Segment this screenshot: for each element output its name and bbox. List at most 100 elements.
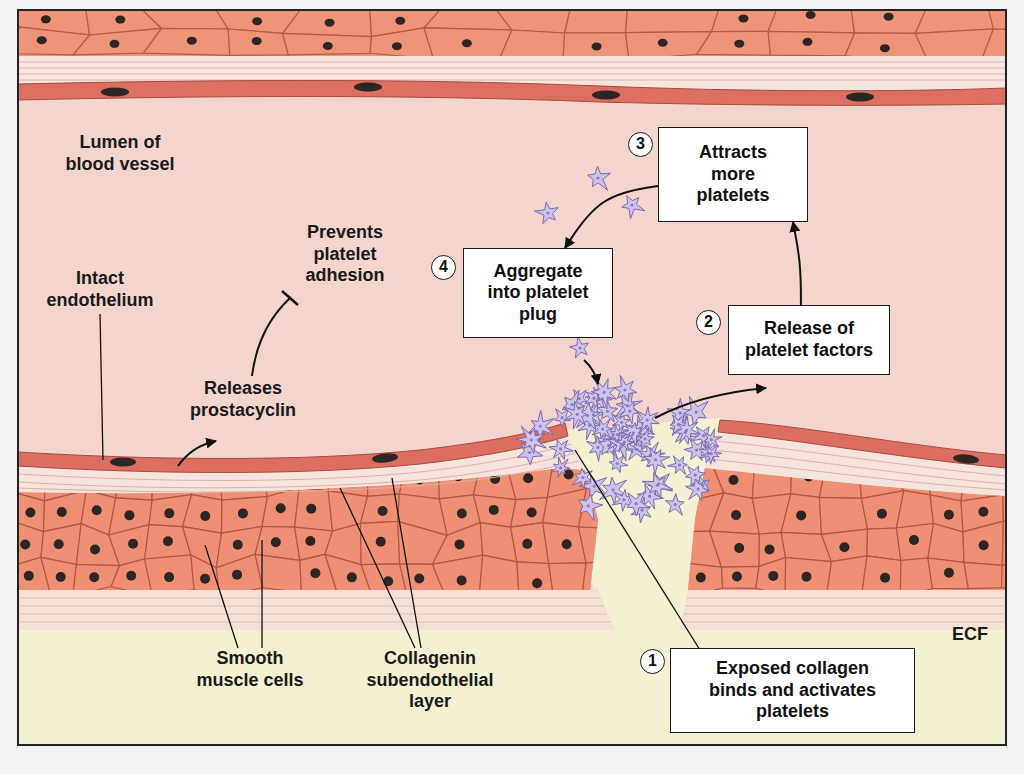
platelet-granule (578, 397, 581, 400)
platelet-granule (601, 427, 604, 430)
platelet-granule (578, 346, 581, 349)
platelet-granule (632, 431, 635, 434)
platelet-granule (592, 413, 595, 416)
tissue-cell (983, 29, 1006, 57)
platelet-granule (598, 441, 601, 444)
platelet (667, 456, 687, 475)
cell-nucleus (462, 39, 472, 47)
platelet-granule (530, 438, 533, 441)
platelet (570, 336, 589, 358)
tissue-cell (563, 33, 629, 57)
cell-nucleus (37, 36, 47, 44)
cell-nucleus (128, 539, 138, 549)
cell-nucleus (392, 42, 402, 50)
tissue-cell (228, 29, 288, 55)
tissue-cell (283, 33, 372, 55)
cell-nucleus (880, 573, 890, 583)
platelet-granule (612, 433, 615, 436)
cell-nucleus (354, 83, 382, 92)
cell-nucleus (310, 568, 320, 578)
platelet-granule (648, 495, 651, 498)
tissue-cell (41, 557, 77, 595)
cell-nucleus (233, 540, 243, 550)
cell-nucleus (325, 19, 335, 27)
tissue-cell (963, 521, 1003, 565)
tissue-cell (768, 31, 854, 56)
cell-nucleus (372, 452, 399, 464)
platelet-granule (674, 503, 677, 506)
cell-nucleus (768, 571, 778, 581)
cell-nucleus (200, 511, 210, 521)
part-label: ECF (940, 624, 1000, 646)
tissue-cell (819, 497, 867, 534)
tissue-cell (433, 555, 483, 600)
endothelium (718, 420, 1006, 468)
cell-nucleus (323, 42, 333, 50)
flow-arrow (565, 186, 658, 248)
cell-nucleus (115, 16, 125, 24)
platelet-granule (586, 414, 589, 417)
cell-nucleus (347, 572, 357, 582)
tissue-cell (582, 562, 614, 599)
cell-nucleus (944, 568, 954, 578)
tissue-cell (361, 494, 400, 523)
cell-nucleus (238, 508, 248, 518)
cell-nucleus (734, 40, 744, 48)
tissue-cell (862, 556, 901, 600)
cell-nucleus (163, 536, 173, 546)
collagen-fibers (681, 598, 1006, 622)
part-label: Collagenin subendothelial layer (355, 648, 505, 713)
cell-nucleus (523, 473, 533, 483)
platelet (579, 495, 603, 521)
cell-nucleus (978, 507, 988, 517)
platelet (685, 479, 709, 501)
cell-nucleus (846, 93, 874, 102)
leader-line (575, 450, 700, 650)
platelet (622, 196, 645, 219)
cell-nucleus (90, 545, 100, 555)
platelet-granule (654, 458, 657, 461)
tissue-cell (491, 10, 571, 33)
cell-nucleus (1013, 469, 1023, 479)
cell-nucleus (658, 39, 668, 47)
platelet-granule (539, 424, 542, 427)
cell-nucleus (1016, 536, 1024, 546)
leader-line (205, 540, 262, 648)
process-box: 3Attracts more platelets (658, 127, 808, 222)
platelet (552, 457, 569, 477)
part-label: Prevents platelet adhesion (295, 222, 395, 287)
flow-arrow (793, 222, 801, 305)
cell-nucleus (57, 507, 67, 517)
box-text: Release of platelet factors (729, 306, 889, 374)
cell-nucleus (124, 510, 134, 520)
platelet (572, 468, 592, 488)
cell-nucleus (25, 508, 35, 518)
tissue-cell (142, 10, 229, 29)
cell-nucleus (378, 506, 388, 516)
collagen-fibers (18, 62, 1006, 80)
platelet-granule (581, 476, 584, 479)
cell-nucleus (1018, 572, 1024, 582)
cell-nucleus (54, 539, 64, 549)
tissue-cell (549, 563, 586, 601)
platelet (599, 477, 626, 504)
platelet-granule (620, 421, 623, 424)
cell-nucleus (884, 13, 894, 21)
platelet-granule (561, 416, 564, 419)
process-box: 4Aggregate into platelet plug (463, 248, 613, 338)
platelet-granule (622, 498, 625, 501)
collagen-fibers (18, 598, 611, 622)
platelet-granule (695, 448, 698, 451)
cell-nucleus (738, 14, 748, 22)
cell-nucleus (414, 573, 424, 583)
platelet-granule (630, 203, 633, 206)
endothelium (18, 81, 1006, 106)
tissue-cell (867, 528, 901, 561)
tissue-cell (511, 523, 549, 564)
region-label: Lumen of blood vessel (60, 132, 180, 175)
tissue-cell (785, 558, 831, 601)
platelet-granule (606, 410, 609, 413)
platelet (619, 402, 638, 424)
platelet (588, 166, 611, 190)
